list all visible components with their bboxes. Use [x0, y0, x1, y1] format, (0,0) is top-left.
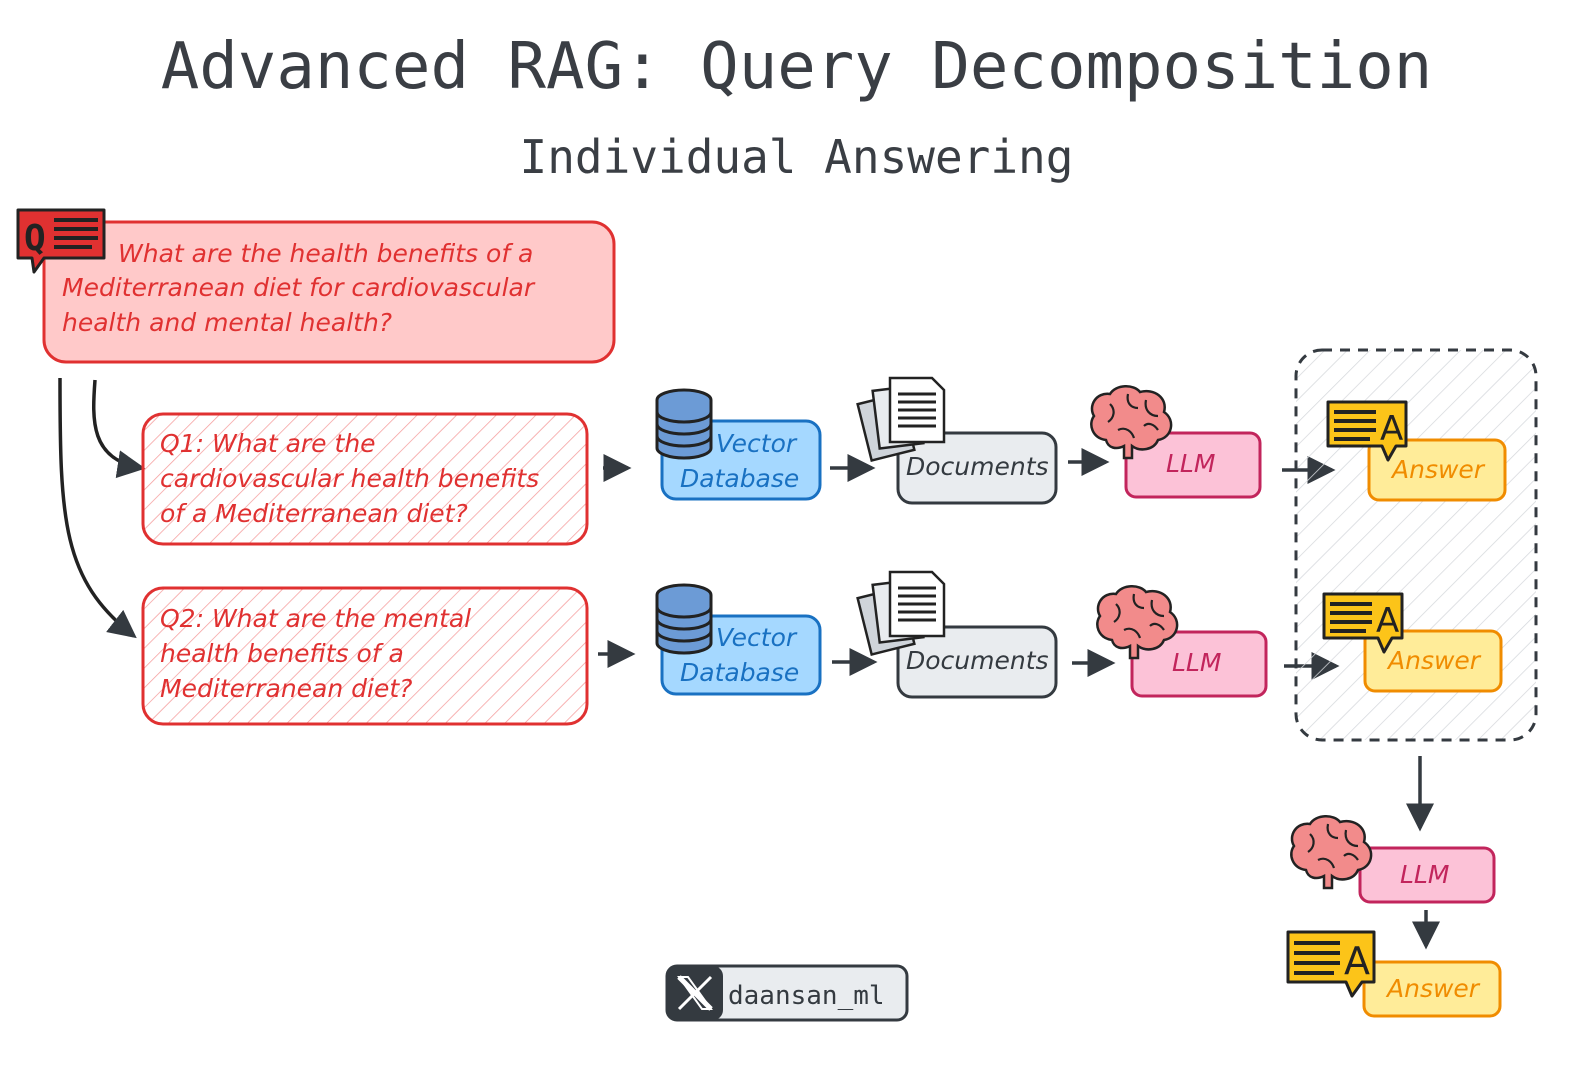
svg-text:Q1: What are the cardiov: Q1: What are the cardiovascular health b…: [160, 429, 547, 528]
sub-question-1-line: of a Mediterranean diet?: [160, 499, 468, 528]
answer-box-2: Answer: [1363, 629, 1503, 693]
database-icon: [655, 583, 713, 655]
llm-label: LLM: [1172, 648, 1221, 677]
database-icon: [655, 388, 713, 460]
branch-arrow-q2: [58, 377, 137, 639]
answer-bubble-icon: A: [1286, 930, 1376, 998]
answer-label: Answer: [1385, 974, 1481, 1003]
svg-text:Vector Database: Vector Database: [680, 623, 804, 687]
vector-db-label: Vector: [716, 429, 798, 458]
svg-text:A: A: [1380, 409, 1403, 449]
vector-db-label: Database: [680, 658, 799, 687]
sub-question-2-line: health benefits of a: [160, 639, 404, 668]
sub-question-2-box: Q2: What are the mental health benefits …: [141, 586, 589, 726]
answer-label: Answer: [1386, 646, 1482, 675]
sub-question-2-line: Mediterranean diet?: [160, 674, 412, 703]
documents-icon: [856, 376, 946, 462]
svg-text:Q2: What are the mental: Q2: What are the mental health benefits …: [160, 604, 479, 703]
llm-box-1: LLM: [1124, 431, 1262, 499]
page-subtitle: Individual Answering: [519, 130, 1074, 184]
documents-box-1: Documents: [896, 431, 1058, 505]
brain-icon: [1090, 385, 1173, 460]
main-question-line: health and mental health?: [62, 308, 392, 337]
x-logo-icon: [677, 975, 713, 1011]
answer-label: Answer: [1390, 455, 1486, 484]
llm-label: LLM: [1400, 860, 1449, 889]
page-title: Advanced RAG: Query Decomposition: [160, 30, 1433, 104]
answer-bubble-icon: A: [1326, 400, 1408, 462]
documents-label: Documents: [906, 452, 1049, 481]
social-handle-badge[interactable]: daansan_ml: [665, 964, 909, 1022]
branch-arrow-q1: [92, 379, 146, 479]
main-question-line: What are the health benefits of a: [118, 239, 533, 268]
sub-question-1-line: cardiovascular health benefits: [160, 464, 539, 493]
answer-box-final: Answer: [1362, 960, 1502, 1018]
brain-icon: [1290, 815, 1373, 890]
main-question-line: Mediterranean diet for cardiovascular: [62, 273, 536, 302]
answer-box-1: Answer: [1367, 438, 1507, 502]
llm-box-final: LLM: [1358, 846, 1496, 904]
documents-label: Documents: [906, 646, 1049, 675]
svg-text:What are the health benefits o: What are the health benefits of a Medite…: [62, 239, 542, 337]
brain-icon: [1096, 585, 1179, 660]
llm-label: LLM: [1166, 449, 1215, 478]
svg-text:Vector Database: Vector Database: [680, 429, 804, 493]
sub-question-2-line: Q2: What are the mental: [160, 604, 471, 633]
main-question-box: What are the health benefits of a Medite…: [42, 220, 616, 364]
documents-icon: [856, 570, 946, 656]
svg-text:A: A: [1344, 939, 1370, 983]
question-bubble-icon: Q: [16, 208, 106, 274]
svg-text:A: A: [1376, 601, 1399, 641]
answer-bubble-icon: A: [1322, 592, 1404, 654]
vector-db-label: Database: [680, 464, 799, 493]
sub-question-1-box: Q1: What are the cardiovascular health b…: [141, 412, 589, 546]
llm-box-2: LLM: [1130, 630, 1268, 698]
documents-box-2: Documents: [896, 625, 1058, 699]
svg-text:Q: Q: [24, 218, 46, 259]
sub-question-1-line: Q1: What are the: [160, 429, 376, 458]
vector-db-label: Vector: [716, 623, 798, 652]
social-handle: daansan_ml: [728, 981, 885, 1011]
